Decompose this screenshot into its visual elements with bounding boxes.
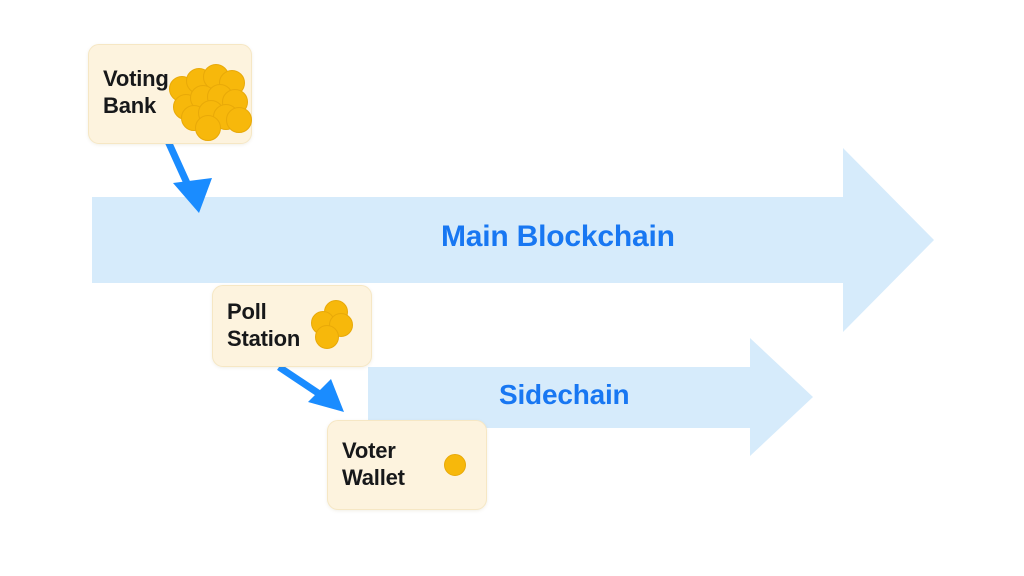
voting-bank-to-main-blockchain-connector xyxy=(163,137,212,213)
card-voter-wallet-label: Voter Wallet xyxy=(342,438,405,490)
main-blockchain-arrow xyxy=(92,148,934,332)
card-voting-bank-label: Voting Bank xyxy=(103,66,169,118)
poll-station-to-voter-wallet-connector xyxy=(277,364,344,412)
card-voter-wallet[interactable]: Voter Wallet xyxy=(327,420,487,510)
card-voting-bank[interactable]: Voting Bank xyxy=(88,44,252,144)
card-poll-station-label: Poll Station xyxy=(227,299,301,351)
main-blockchain-label: Main Blockchain xyxy=(441,220,675,253)
sidechain-label: Sidechain xyxy=(499,379,630,410)
coin-icon xyxy=(444,454,466,476)
coin-cluster-icon xyxy=(168,62,252,141)
coin-cluster-icon xyxy=(311,300,357,349)
card-poll-station[interactable]: Poll Station xyxy=(212,285,372,367)
